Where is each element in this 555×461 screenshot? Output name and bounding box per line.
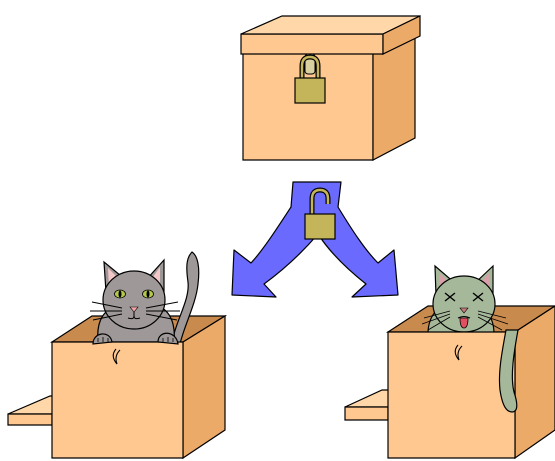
- split-arrow: [231, 181, 399, 298]
- dead-box-flap-edge: [344, 406, 389, 421]
- dead-box-side: [514, 305, 555, 460]
- dead-cat-icon: [421, 264, 509, 335]
- alive-box-flap-edge: [7, 413, 53, 426]
- unlocked-padlock-icon: [304, 187, 336, 240]
- dead-box-front: [387, 331, 516, 459]
- closed-box-lid-side: [382, 15, 421, 55]
- alive-cat-icon: [90, 251, 200, 345]
- alive-box-front: [51, 341, 184, 459]
- locked-padlock-icon: [294, 54, 326, 104]
- closed-box-lid-front: [240, 33, 384, 55]
- alive-cat-box: [7, 251, 228, 460]
- dead-box-flap: [344, 389, 393, 408]
- dead-cat-box: [344, 264, 555, 460]
- dead-box-handle: [454, 344, 463, 361]
- alive-cat-paws: [92, 332, 179, 345]
- closed-box: [240, 15, 421, 161]
- dead-cat-tail: [498, 329, 519, 413]
- alive-box-handle: [112, 348, 121, 365]
